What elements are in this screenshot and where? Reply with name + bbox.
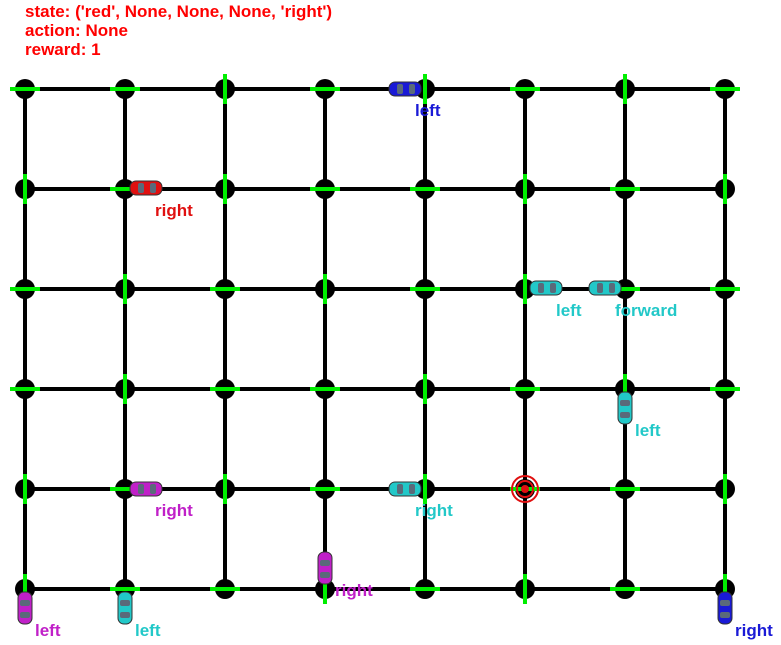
car-rear-window — [609, 283, 615, 293]
car-label: right — [735, 621, 773, 640]
car-body — [717, 591, 733, 625]
car-cyan-5: left — [117, 591, 161, 640]
car-rear-window — [150, 183, 156, 193]
car-magenta-3: left — [17, 591, 61, 640]
car-windshield — [320, 560, 330, 566]
car-body — [388, 481, 422, 497]
car-rear-window — [120, 612, 130, 618]
car-rear-window — [620, 412, 630, 418]
car-body — [388, 81, 422, 97]
car-body — [129, 481, 163, 497]
car-cyan-2: forward — [588, 280, 677, 320]
car-rear-window — [409, 84, 415, 94]
car-magenta-1: right — [129, 481, 193, 520]
reward-text: reward: 1 — [25, 40, 101, 59]
car-blue-top: left — [388, 81, 441, 120]
car-cyan-3: left — [617, 391, 661, 440]
car-cyan-1: left — [529, 280, 582, 320]
intersections — [10, 74, 740, 604]
car-red-agent: right — [129, 180, 193, 220]
car-rear-window — [409, 484, 415, 494]
car-windshield — [720, 600, 730, 606]
car-body — [117, 591, 133, 625]
car-label: left — [415, 101, 441, 120]
car-windshield — [138, 183, 144, 193]
car-label: right — [415, 501, 453, 520]
car-rear-window — [550, 283, 556, 293]
car-windshield — [538, 283, 544, 293]
car-rear-window — [20, 612, 30, 618]
car-label: left — [135, 621, 161, 640]
car-body — [617, 391, 633, 425]
car-label: left — [35, 621, 61, 640]
car-body — [529, 280, 563, 296]
roads — [23, 87, 727, 591]
hud-panel: state: ('red', None, None, None, 'right'… — [25, 2, 332, 59]
car-rear-window — [150, 484, 156, 494]
car-label: right — [335, 581, 373, 600]
car-rear-window — [720, 612, 730, 618]
car-windshield — [397, 484, 403, 494]
car-blue-bottom: right — [717, 591, 773, 640]
car-label: forward — [615, 301, 677, 320]
car-windshield — [620, 400, 630, 406]
car-windshield — [597, 283, 603, 293]
car-windshield — [120, 600, 130, 606]
action-text: action: None — [25, 21, 128, 40]
car-label: left — [556, 301, 582, 320]
car-windshield — [397, 84, 403, 94]
car-label: left — [635, 421, 661, 440]
destination-inner-ring — [516, 480, 534, 498]
car-windshield — [20, 600, 30, 606]
car-label: right — [155, 501, 193, 520]
car-body — [588, 280, 622, 296]
car-body — [317, 551, 333, 585]
destination-dot — [521, 485, 529, 493]
car-body — [129, 180, 163, 196]
car-cyan-4: right — [388, 481, 453, 520]
car-rear-window — [320, 572, 330, 578]
car-label: right — [155, 201, 193, 220]
cars: left right left forward left right right right l… — [17, 81, 773, 640]
car-magenta-2: right — [317, 551, 373, 600]
state-text: state: ('red', None, None, None, 'right'… — [25, 2, 333, 21]
destination-ring — [511, 475, 539, 503]
car-body — [17, 591, 33, 625]
car-windshield — [138, 484, 144, 494]
